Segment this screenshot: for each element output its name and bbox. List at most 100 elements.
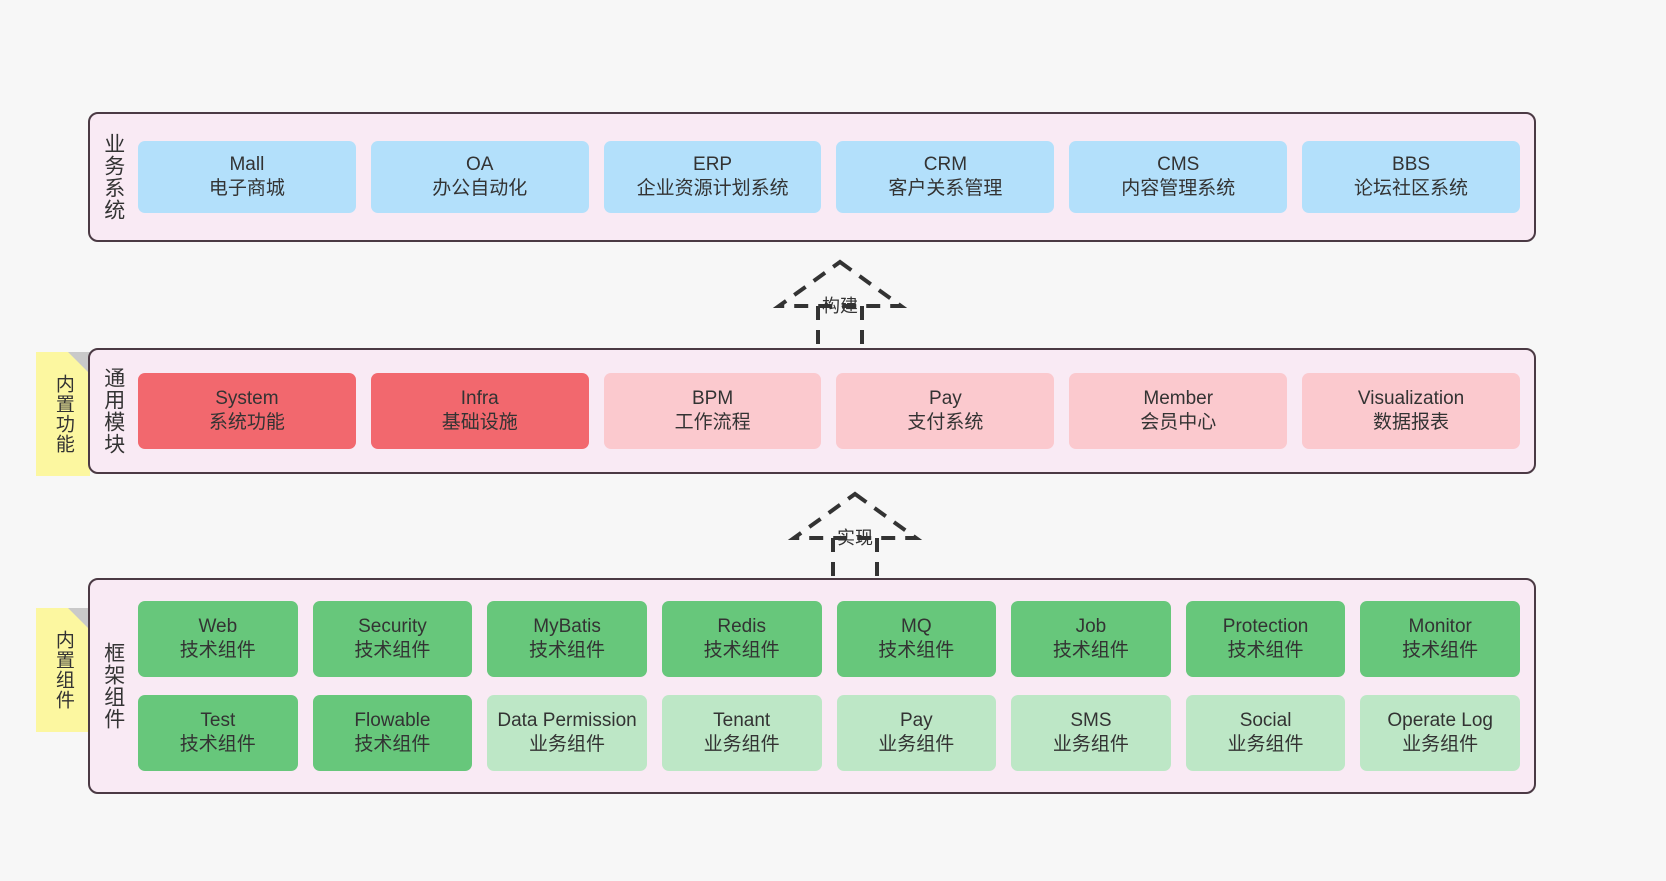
arrow-build: 构建: [755, 258, 925, 354]
card-title: CMS: [1157, 154, 1200, 176]
card-subtitle: 技术组件: [1052, 640, 1129, 661]
layer-business-system: 业务系统 Mall 电子商城 OA 办公自动化 ERP 企业资源计划系统 CRM…: [88, 112, 1536, 242]
card-flowable[interactable]: Flowable 技术组件: [312, 695, 473, 771]
card-erp[interactable]: ERP 企业资源计划系统: [603, 141, 822, 213]
card-title: Test: [200, 710, 236, 732]
card-cms[interactable]: CMS 内容管理系统: [1069, 141, 1288, 213]
card-subtitle: 技术组件: [354, 734, 431, 755]
card-subtitle: 技术组件: [529, 640, 606, 661]
card-subtitle: 技术组件: [354, 640, 431, 661]
card-title: Tenant: [713, 710, 771, 732]
layer-framework-component: 框架组件 Web 技术组件 Security 技术组件 MyBatis 技术组件…: [88, 578, 1536, 794]
card-subtitle: 技术组件: [179, 734, 256, 755]
card-row: Web 技术组件 Security 技术组件 MyBatis 技术组件 Redi…: [138, 601, 1520, 677]
note-built-in-component: 内置组件: [36, 608, 90, 732]
card-data-permission[interactable]: Data Permission 业务组件: [487, 695, 647, 771]
card-subtitle: 论坛社区系统: [1354, 178, 1469, 199]
card-title: Monitor: [1408, 616, 1472, 638]
card-bpm[interactable]: BPM 工作流程: [603, 373, 822, 449]
card-title: Web: [198, 616, 238, 638]
card-subtitle: 内容管理系统: [1121, 178, 1236, 199]
card-row: System 系统功能 Infra 基础设施 BPM 工作流程 Pay 支付系统…: [138, 373, 1520, 449]
card-subtitle: 企业资源计划系统: [636, 178, 789, 199]
card-title: SMS: [1070, 710, 1112, 732]
card-subtitle: 客户关系管理: [888, 178, 1003, 199]
card-crm[interactable]: CRM 客户关系管理: [836, 141, 1055, 213]
arrow-realize: 实现: [770, 490, 940, 586]
card-subtitle: 基础设施: [441, 412, 518, 433]
card-subtitle: 电子商城: [208, 178, 285, 199]
card-title: BBS: [1392, 154, 1431, 176]
arrow-label-build: 构建: [822, 296, 858, 316]
card-title: ERP: [693, 154, 733, 176]
note-built-in-function: 内置功能: [36, 352, 90, 476]
card-title: Member: [1143, 388, 1214, 410]
card-title: Data Permission: [497, 710, 637, 732]
card-subtitle: 技术组件: [1402, 640, 1479, 661]
card-mq[interactable]: MQ 技术组件: [836, 601, 997, 677]
card-title: Infra: [460, 388, 499, 410]
card-web[interactable]: Web 技术组件: [138, 601, 298, 677]
card-system[interactable]: System 系统功能: [138, 373, 356, 449]
card-title: Mall: [229, 154, 265, 176]
card-subtitle: 业务组件: [1052, 734, 1129, 755]
card-subtitle: 业务组件: [703, 734, 780, 755]
card-title: OA: [466, 154, 494, 176]
layer-body-business-system: Mall 电子商城 OA 办公自动化 ERP 企业资源计划系统 CRM 客户关系…: [136, 114, 1534, 240]
note-label: 内置组件: [52, 630, 74, 710]
card-title: Job: [1075, 616, 1107, 638]
card-mybatis[interactable]: MyBatis 技术组件: [487, 601, 647, 677]
card-subtitle: 会员中心: [1140, 412, 1217, 433]
card-test[interactable]: Test 技术组件: [138, 695, 298, 771]
card-tenant[interactable]: Tenant 业务组件: [661, 695, 822, 771]
layer-title-common-module: 通用模块: [101, 367, 125, 455]
card-subtitle: 业务组件: [878, 734, 955, 755]
card-title: Redis: [717, 616, 766, 638]
layer-body-common-module: System 系统功能 Infra 基础设施 BPM 工作流程 Pay 支付系统…: [136, 350, 1534, 472]
card-title: MQ: [901, 616, 932, 638]
card-title: BPM: [691, 388, 734, 410]
card-title: Pay: [899, 710, 933, 732]
card-pay-business[interactable]: Pay 业务组件: [836, 695, 997, 771]
card-bbs[interactable]: BBS 论坛社区系统: [1302, 141, 1520, 213]
card-redis[interactable]: Redis 技术组件: [661, 601, 822, 677]
card-subtitle: 业务组件: [529, 734, 606, 755]
note-label: 内置功能: [52, 374, 74, 454]
card-title: Visualization: [1357, 388, 1465, 410]
layer-body-framework-component: Web 技术组件 Security 技术组件 MyBatis 技术组件 Redi…: [136, 580, 1534, 792]
card-title: Operate Log: [1387, 710, 1493, 732]
card-sms[interactable]: SMS 业务组件: [1011, 695, 1171, 771]
card-pay[interactable]: Pay 支付系统: [836, 373, 1055, 449]
card-monitor[interactable]: Monitor 技术组件: [1360, 601, 1520, 677]
card-subtitle: 工作流程: [674, 412, 751, 433]
arrow-label-realize: 实现: [837, 528, 873, 548]
card-title: Security: [358, 616, 427, 638]
card-subtitle: 系统功能: [208, 412, 285, 433]
arrow-head-triangle: [787, 491, 923, 540]
card-title: MyBatis: [533, 616, 601, 638]
card-title: Pay: [929, 388, 962, 410]
card-subtitle: 业务组件: [1227, 734, 1304, 755]
card-infra[interactable]: Infra 基础设施: [370, 373, 589, 449]
card-subtitle: 数据报表: [1373, 412, 1450, 433]
card-row: Mall 电子商城 OA 办公自动化 ERP 企业资源计划系统 CRM 客户关系…: [138, 141, 1520, 213]
card-social[interactable]: Social 业务组件: [1185, 695, 1346, 771]
layer-title-framework-component: 框架组件: [101, 642, 125, 730]
card-job[interactable]: Job 技术组件: [1011, 601, 1171, 677]
card-title: System: [215, 388, 279, 410]
card-subtitle: 支付系统: [907, 412, 984, 433]
card-subtitle: 技术组件: [878, 640, 955, 661]
card-security[interactable]: Security 技术组件: [312, 601, 473, 677]
card-row: Test 技术组件 Flowable 技术组件 Data Permission …: [138, 695, 1520, 771]
card-subtitle: 技术组件: [1227, 640, 1304, 661]
card-title: CRM: [923, 154, 968, 176]
card-member[interactable]: Member 会员中心: [1069, 373, 1288, 449]
card-visualization[interactable]: Visualization 数据报表: [1302, 373, 1520, 449]
card-oa[interactable]: OA 办公自动化: [370, 141, 589, 213]
layer-common-module: 通用模块 System 系统功能 Infra 基础设施 BPM 工作流程 Pay…: [88, 348, 1536, 474]
card-subtitle: 技术组件: [703, 640, 780, 661]
card-protection[interactable]: Protection 技术组件: [1185, 601, 1346, 677]
card-operate-log[interactable]: Operate Log 业务组件: [1360, 695, 1520, 771]
card-mall[interactable]: Mall 电子商城: [138, 141, 356, 213]
